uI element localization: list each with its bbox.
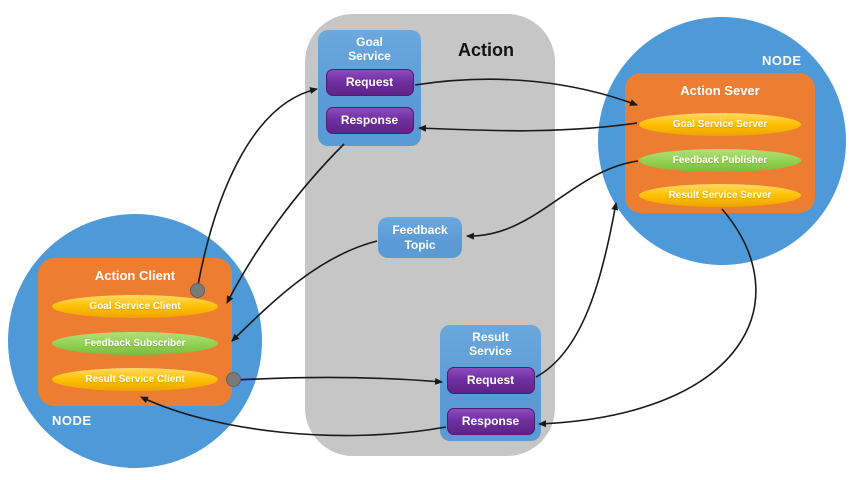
result-request-button: Request — [446, 366, 535, 394]
feedback-subscriber-label: Feedback Subscriber — [84, 338, 186, 349]
goal-service-client-label: Goal Service Client — [89, 301, 181, 312]
goal-service-box: Goal Service Request Response — [318, 30, 421, 146]
goal-service-server-label: Goal Service Server — [672, 119, 768, 130]
action-client-title: Action Client — [94, 268, 176, 283]
feedback-topic-label: Feedback Topic — [392, 223, 448, 252]
result-service-client-label: Result Service Client — [85, 374, 185, 385]
goal-response-button: Response — [325, 106, 414, 134]
client-node-label: NODE — [52, 413, 92, 428]
result-response-button: Response — [446, 407, 535, 435]
action-client-box: Action Client Goal Service Client Feedba… — [38, 258, 232, 406]
action-server-box: Action Sever Goal Service Server Feedbac… — [625, 73, 815, 213]
action-server-title: Action Sever — [680, 83, 760, 98]
action-title: Action — [458, 40, 514, 60]
result-service-server-pill: Result Service Server — [639, 184, 801, 207]
result-service-label: Result Service — [469, 330, 512, 359]
result-service-box: Result Service Request Response — [440, 325, 541, 441]
result-service-client-pill: Result Service Client — [52, 368, 218, 391]
feedback-publisher-pill: Feedback Publisher — [639, 149, 801, 172]
feedback-publisher-label: Feedback Publisher — [672, 155, 768, 166]
result-service-server-label: Result Service Server — [668, 190, 772, 201]
goal-service-label: Goal Service — [348, 35, 391, 64]
feedback-topic-box: Feedback Topic — [378, 217, 462, 258]
feedback-subscriber-pill: Feedback Subscriber — [52, 332, 218, 355]
goal-client-connector-dot — [190, 283, 205, 298]
result-client-connector-dot — [226, 372, 241, 387]
server-node-label: NODE — [762, 53, 802, 68]
goal-service-server-pill: Goal Service Server — [639, 113, 801, 136]
goal-service-client-pill: Goal Service Client — [52, 295, 218, 318]
goal-request-button: Request — [325, 68, 414, 96]
